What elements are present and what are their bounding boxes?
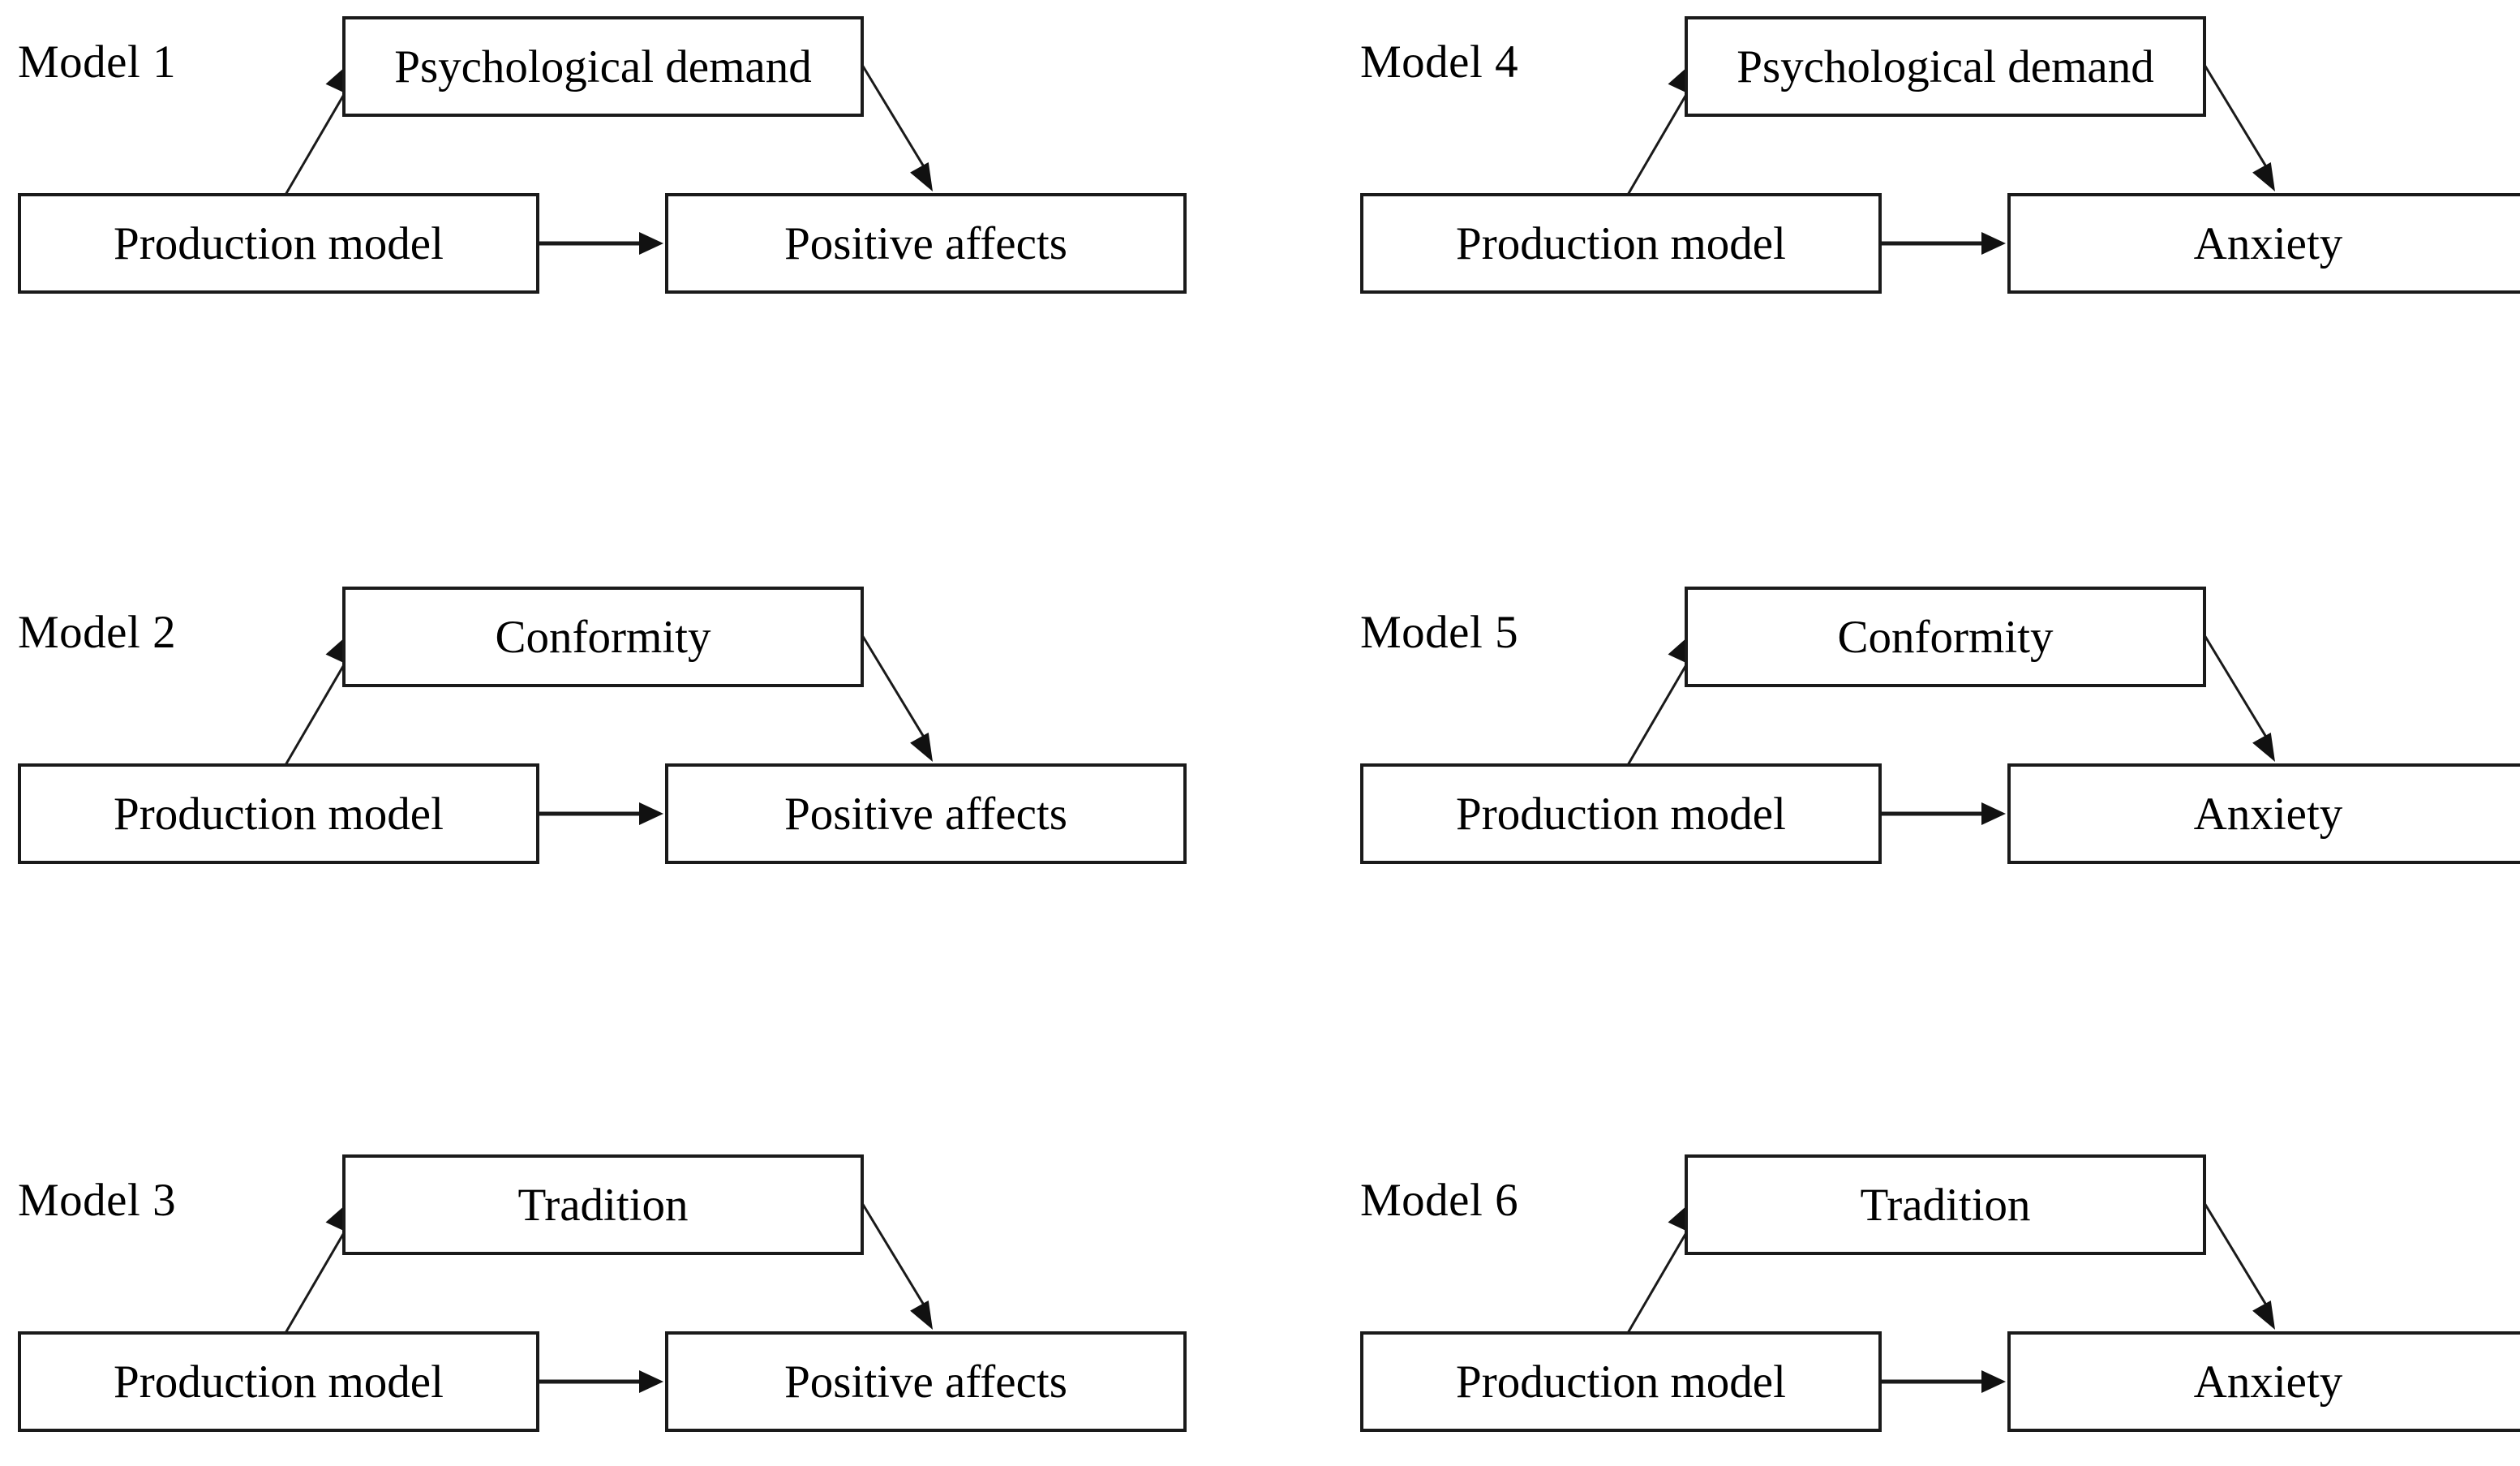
outcome-box-2[interactable]: Positive affects bbox=[665, 763, 1187, 864]
predictor-box-5[interactable]: Production model bbox=[1360, 763, 1882, 864]
arrowhead-predictor-to-outcome-6 bbox=[1981, 1370, 2006, 1393]
mediator-box-1[interactable]: Psychological demand bbox=[342, 16, 864, 117]
model-label-6: Model 6 bbox=[1360, 1175, 1519, 1226]
model-label-5: Model 5 bbox=[1360, 607, 1519, 658]
arrowhead-predictor-to-outcome-5 bbox=[1981, 802, 2006, 825]
mediator-box-5[interactable]: Conformity bbox=[1685, 587, 2206, 687]
predictor-box-3[interactable]: Production model bbox=[18, 1331, 539, 1432]
edge-mediator-to-outcome-4 bbox=[2203, 64, 2271, 173]
edge-mediator-to-outcome-6 bbox=[2203, 1202, 2271, 1311]
mediator-box-2[interactable]: Conformity bbox=[342, 587, 864, 687]
arrowhead-mediator-to-outcome-3 bbox=[910, 1300, 933, 1330]
arrowhead-predictor-to-outcome-1 bbox=[639, 232, 663, 255]
arrowhead-predictor-to-outcome-4 bbox=[1981, 232, 2006, 255]
predictor-box-1[interactable]: Production model bbox=[18, 193, 539, 294]
model-label-3: Model 3 bbox=[18, 1175, 177, 1226]
predictor-box-4[interactable]: Production model bbox=[1360, 193, 1882, 294]
arrowhead-mediator-to-outcome-2 bbox=[910, 732, 933, 762]
mediator-box-4[interactable]: Psychological demand bbox=[1685, 16, 2206, 117]
outcome-box-4[interactable]: Anxiety bbox=[2007, 193, 2520, 294]
outcome-box-5[interactable]: Anxiety bbox=[2007, 763, 2520, 864]
arrowhead-mediator-to-outcome-4 bbox=[2252, 161, 2275, 191]
arrowhead-predictor-to-outcome-3 bbox=[639, 1370, 663, 1393]
edge-mediator-to-outcome-2 bbox=[861, 634, 929, 743]
mediator-box-6[interactable]: Tradition bbox=[1685, 1154, 2206, 1255]
model-label-4: Model 4 bbox=[1360, 37, 1519, 88]
model-label-1: Model 1 bbox=[18, 37, 177, 88]
edge-mediator-to-outcome-3 bbox=[861, 1202, 929, 1311]
outcome-box-6[interactable]: Anxiety bbox=[2007, 1331, 2520, 1432]
arrowhead-predictor-to-outcome-2 bbox=[639, 802, 663, 825]
arrowhead-mediator-to-outcome-5 bbox=[2252, 732, 2275, 762]
arrowhead-mediator-to-outcome-6 bbox=[2252, 1300, 2275, 1330]
predictor-box-2[interactable]: Production model bbox=[18, 763, 539, 864]
predictor-box-6[interactable]: Production model bbox=[1360, 1331, 1882, 1432]
mediator-box-3[interactable]: Tradition bbox=[342, 1154, 864, 1255]
edge-mediator-to-outcome-5 bbox=[2203, 634, 2271, 743]
outcome-box-1[interactable]: Positive affects bbox=[665, 193, 1187, 294]
edge-mediator-to-outcome-1 bbox=[861, 64, 929, 173]
model-label-2: Model 2 bbox=[18, 607, 177, 658]
arrowhead-mediator-to-outcome-1 bbox=[910, 161, 933, 191]
outcome-box-3[interactable]: Positive affects bbox=[665, 1331, 1187, 1432]
